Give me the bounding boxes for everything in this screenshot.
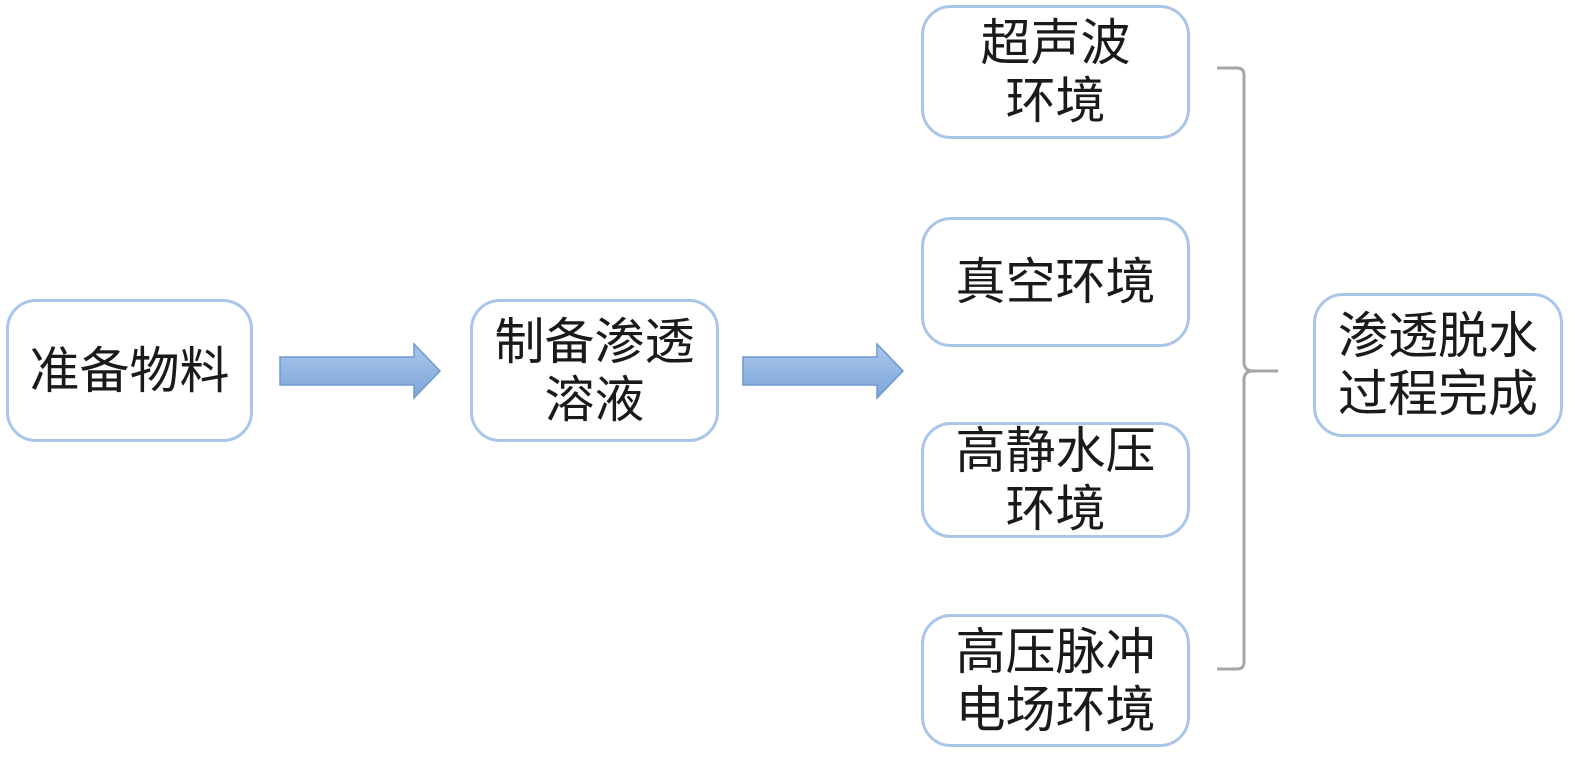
node-prepare-solution: 制备渗透 溶液 bbox=[470, 299, 719, 442]
arrow-solution-to-environments bbox=[742, 342, 905, 400]
node-process-complete: 渗透脱水 过程完成 bbox=[1313, 293, 1563, 437]
arrow-prepare-to-solution bbox=[279, 342, 442, 400]
brace-environments-to-done bbox=[1217, 66, 1278, 671]
node-pulsed-electric-env: 高压脉冲 电场环境 bbox=[921, 614, 1190, 747]
node-hydrostatic-env: 高静水压 环境 bbox=[921, 422, 1190, 538]
node-prepare-materials: 准备物料 bbox=[6, 299, 253, 442]
node-ultrasonic-env: 超声波 环境 bbox=[921, 5, 1190, 139]
node-vacuum-env: 真空环境 bbox=[921, 217, 1190, 347]
